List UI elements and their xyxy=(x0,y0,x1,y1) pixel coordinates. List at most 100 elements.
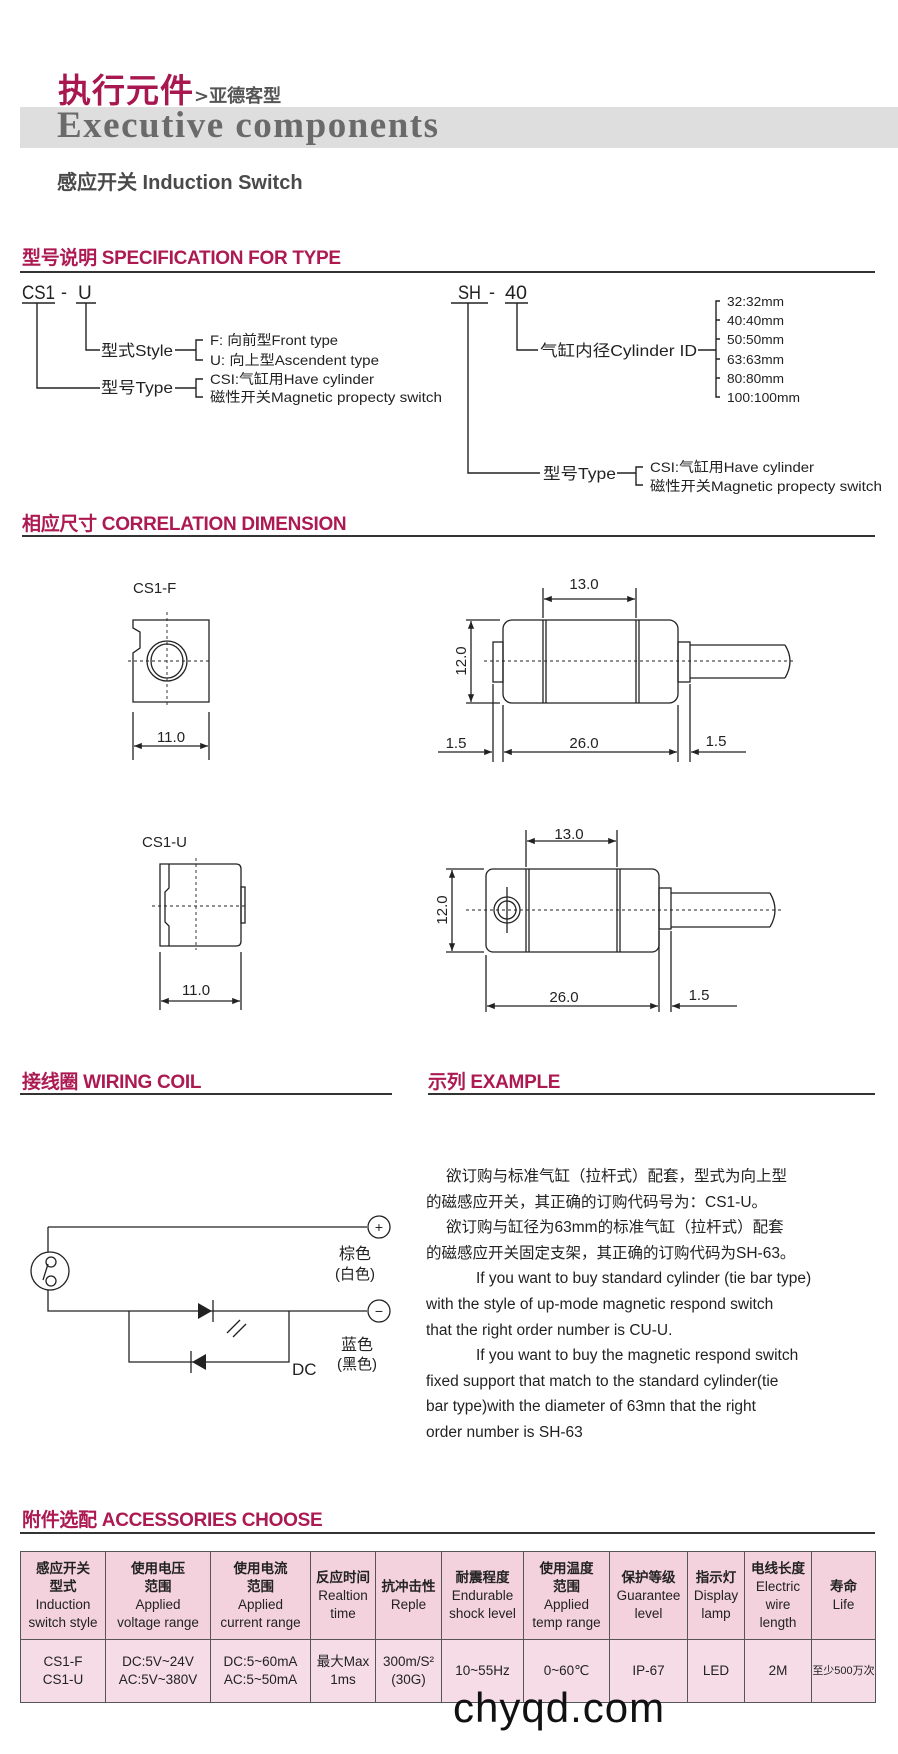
cell-line: 2M xyxy=(768,1663,788,1678)
example-line: bar type)with the diameter of 63mn that … xyxy=(426,1398,756,1416)
type-label: 型号Type xyxy=(101,379,173,397)
header-line: switch style xyxy=(28,1614,98,1630)
cell-line: DC:5~60mA xyxy=(223,1654,298,1669)
header-line: Life xyxy=(832,1596,855,1612)
watermark: chyqd.com xyxy=(453,1684,666,1731)
header-line: shock level xyxy=(449,1605,516,1621)
example-line: with the style of up-mode magnetic respo… xyxy=(426,1295,774,1313)
divider xyxy=(20,271,875,273)
section-spec: 型号说明 SPECIFICATION FOR TYPE xyxy=(22,248,341,269)
style-option: F: 向前型Front type xyxy=(210,332,338,348)
spec-right: SH - 40 气缸内径Cylinder ID 32:32mm 40:40mm … xyxy=(458,282,882,494)
id-option: 40:40mm xyxy=(727,313,784,328)
title-band xyxy=(20,107,898,148)
header-line: current range xyxy=(220,1614,301,1630)
cell-line: DC:5V~24V xyxy=(122,1654,194,1669)
blue-wire-alt: (黑色) xyxy=(337,1356,377,1373)
cell-line: 1ms xyxy=(330,1672,356,1687)
divider xyxy=(20,1532,875,1534)
header-line: temp range xyxy=(532,1614,601,1630)
cell-line: CS1-F xyxy=(43,1654,83,1669)
example-line: 的磁感应开关固定支架，其正确的订购代码为SH-63。 xyxy=(426,1244,796,1262)
plus-terminal: + xyxy=(375,1219,383,1235)
type-option: 磁性开关Magnetic propecty switch xyxy=(650,478,882,494)
table-cell: DC:5~60mA AC:5~50mA xyxy=(210,1639,311,1703)
title-cn: 执行元件 xyxy=(58,71,194,110)
column-header: 感应开关型式 Induction switch style xyxy=(20,1551,106,1640)
table-cell: IP-67 xyxy=(609,1639,688,1703)
header-line: wire xyxy=(765,1596,791,1612)
header-line: level xyxy=(634,1605,663,1621)
cs1-u-side-view: 13.0 12.0 26.0 1.5 xyxy=(434,826,782,1012)
cell-line: LED xyxy=(702,1663,730,1678)
spec-code: CS1 xyxy=(22,283,55,304)
example-line: If you want to buy standard cylinder (ti… xyxy=(476,1270,812,1288)
table-cell: 0~60℃ xyxy=(523,1639,610,1703)
cell-line: 至少500万次 xyxy=(812,1665,875,1677)
table-cell: 10~55Hz xyxy=(441,1639,524,1703)
subtitle: 感应开关 Induction Switch xyxy=(57,172,303,194)
header-line: Applied xyxy=(543,1596,590,1612)
header-line: 使用电流 xyxy=(233,1560,288,1576)
example-line: 的磁感应开关，其正确的订购代码号为：CS1-U。 xyxy=(426,1193,768,1211)
table-cell: 300m/S²(30G) xyxy=(375,1639,442,1703)
dim-right-cap: 1.5 xyxy=(706,733,727,750)
header-line: Guarantee xyxy=(616,1587,681,1603)
header-line: 感应开关 xyxy=(36,1560,90,1576)
dim-height: 12.0 xyxy=(434,895,451,924)
id-option: 32:32mm xyxy=(727,294,784,309)
model-label: CS1-U xyxy=(142,834,187,851)
header-line: 寿命 xyxy=(830,1578,857,1594)
header-line: 型式 xyxy=(49,1578,77,1594)
header-line: Reple xyxy=(390,1596,427,1612)
type-option: CSI:气缸用Have cylinder xyxy=(210,371,374,387)
id-option: 80:80mm xyxy=(727,371,784,386)
model-label: CS1-F xyxy=(133,580,176,597)
header-line: 使用电压 xyxy=(131,1560,185,1576)
header-line: Applied xyxy=(237,1596,284,1612)
spec-dash: - xyxy=(489,282,495,302)
section-example: 示列 EXAMPLE xyxy=(428,1072,561,1093)
cs1-f-side-view: 13.0 12.0 1.5 26.0 1.5 xyxy=(438,576,795,762)
cell-line: AC:5V~380V xyxy=(118,1672,198,1687)
type-label: 型号Type xyxy=(543,465,616,483)
table-row: CS1-F CS1-U DC:5V~24V AC:5V~380V DC:5~60mA AC… xyxy=(20,1639,876,1703)
type-option: 磁性开关Magnetic propecty switch xyxy=(210,389,442,405)
style-label: 型式Style xyxy=(101,342,173,360)
band-title: Executive components xyxy=(57,105,440,146)
header-line: time xyxy=(330,1605,356,1621)
header-line: 使用温度 xyxy=(539,1560,594,1576)
table-cell: 2M xyxy=(744,1639,812,1703)
cell-line: 0~60℃ xyxy=(543,1663,590,1678)
brown-wire-alt: (白色) xyxy=(335,1266,375,1283)
blue-wire-label: 蓝色 xyxy=(341,1336,373,1354)
header-line: Induction xyxy=(35,1596,91,1612)
title-sub: >亚德客型 xyxy=(194,86,282,107)
spec-left: CS1 - U 型式Style F: 向前型Front type U: 向上型A… xyxy=(22,282,442,405)
cell-line: AC:5~50mA xyxy=(223,1672,298,1687)
reed-switch-icon xyxy=(30,1251,70,1291)
cell-line: CS1-U xyxy=(42,1672,84,1687)
cell-line: (30G) xyxy=(391,1672,426,1687)
spec-dash: - xyxy=(61,282,67,302)
header-line: Display xyxy=(693,1587,739,1603)
cs1-u-front-view: CS1-U 11.0 xyxy=(142,834,246,1010)
dim-band: 13.0 xyxy=(554,826,583,843)
dim-width: 11.0 xyxy=(182,982,210,999)
id-label: 气缸内径Cylinder ID xyxy=(540,341,697,360)
section-wiring: 接线圈 WIRING COIL xyxy=(22,1072,202,1093)
divider xyxy=(22,535,875,537)
header-line: 指示灯 xyxy=(695,1569,737,1585)
spec-suffix: U xyxy=(78,283,92,304)
style-option: U: 向上型Ascendent type xyxy=(210,352,379,368)
example-line: fixed support that match to the standard… xyxy=(426,1372,779,1390)
